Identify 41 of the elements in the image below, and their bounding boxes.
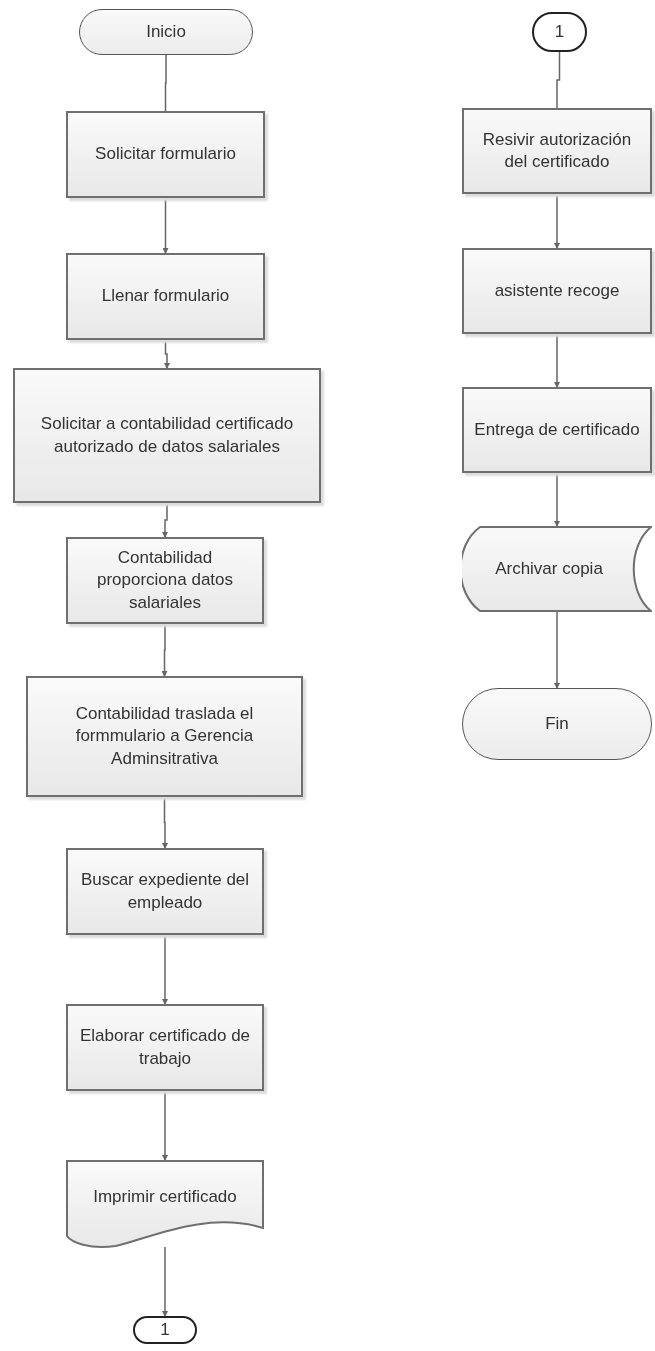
process-box <box>66 537 264 624</box>
arrow <box>162 1246 168 1317</box>
node-text: 1 <box>160 1318 170 1341</box>
arrow <box>554 193 560 249</box>
process-box <box>13 368 321 503</box>
process-box <box>66 1004 264 1091</box>
node-text: Solicitar formulario <box>95 143 236 166</box>
node-text: Archivar copia <box>495 557 603 580</box>
arrow <box>162 502 168 538</box>
stored-data-shape <box>462 526 652 612</box>
node-text: Fin <box>545 712 569 735</box>
arrow <box>554 611 560 689</box>
node-text: Llenar formulario <box>101 285 230 308</box>
arrow <box>162 934 168 1005</box>
process-box <box>66 253 265 340</box>
arrow <box>161 623 168 677</box>
process-box <box>462 248 652 334</box>
arrow <box>554 472 560 527</box>
document-shape <box>66 1160 264 1250</box>
arrow <box>162 796 168 849</box>
terminator-shape <box>79 9 253 55</box>
node-text: 1 <box>554 20 565 43</box>
process-box <box>26 676 303 797</box>
arrow <box>554 333 560 388</box>
process-box <box>462 108 652 194</box>
arrow <box>164 339 170 369</box>
arrow <box>162 197 169 254</box>
node-text: Solicitar a contabilidad certificado autorizado de datos salariales <box>39 413 295 458</box>
process-box <box>462 387 652 473</box>
node-text: Resivir autorización del certificado <box>481 128 633 173</box>
node-text: Elaborar certificado de trabajo <box>78 1025 252 1070</box>
node-text: Imprimir certificado <box>93 1185 237 1208</box>
node-text: Contabilidad traslada el formmulario a Gerencia Adminsitrativa <box>74 703 255 770</box>
process-box <box>66 111 265 198</box>
arrow <box>162 1090 168 1161</box>
node-text: Contabilidad proporciona datos salariales <box>95 547 235 614</box>
node-text: asistente recoge <box>494 279 620 302</box>
process-box <box>66 848 264 935</box>
node-text: Entrega de certificado <box>474 418 640 441</box>
node-text: Inicio <box>146 20 186 43</box>
node-text: Buscar expediente del empleado <box>79 869 251 914</box>
